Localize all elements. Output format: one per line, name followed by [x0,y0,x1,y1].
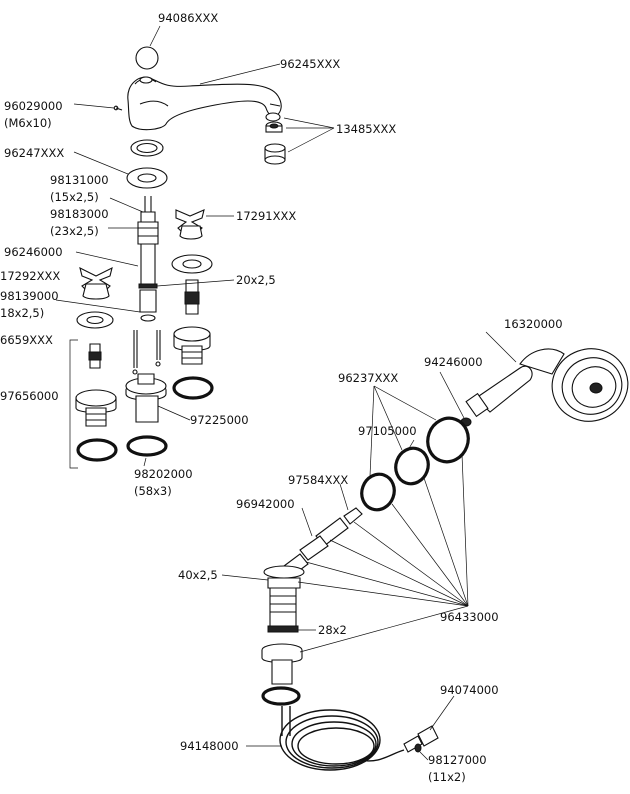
label-94074: 94074000 [440,683,499,697]
hose-94148 [279,706,405,771]
label-96433: 96433000 [440,610,499,624]
label-17292: 17292XXX [0,269,60,283]
center-body-97225 [125,330,168,457]
label-96245: 96245XXX [280,57,340,71]
screw-96029 [113,105,123,111]
spout-96245 [127,76,282,131]
label-16320: 16320000 [504,317,563,331]
hand-shower-16320 [465,348,629,422]
label-96247: 96247XXX [4,146,64,160]
washer-98127 [414,743,422,753]
label-96029-size: (M6x10) [4,116,52,130]
label-97584: 97584XXX [288,473,348,487]
label-94148: 94148000 [180,739,239,753]
label-97656: 97656000 [0,389,59,403]
label-98139: 98139000 [0,289,59,303]
rings-96247 [126,139,168,189]
label-96029: 96029000 [4,99,63,113]
label-98183: 98183000 [50,207,109,221]
label-97225: 97225000 [190,413,249,427]
pull-out-body-28x2 [261,643,303,706]
label-96942: 96942000 [236,497,295,511]
label-94086: 94086XXX [158,11,218,25]
label-28x2: 28x2 [318,623,347,637]
cross-handle-17291 [171,209,214,400]
label-20x25: 20x2,5 [236,273,276,287]
hose-end-94074 [403,725,439,753]
label-98127: 98127000 [428,753,487,767]
cap-94086 [135,46,159,70]
label-96246: 96246000 [4,245,63,259]
label-98202: 98202000 [134,467,193,481]
label-98202-size: (58x3) [134,484,172,498]
valve-cartridge-96246 [137,196,159,322]
leader-lines [55,25,517,761]
label-98127-size: (11x2) [428,770,466,784]
label-40x25: 40x2,5 [178,568,218,582]
label-96237: 96237XXX [338,371,398,385]
label-98183-size: (23x2,5) [50,224,99,238]
label-98139-size: 18x2,5) [0,306,44,320]
seal-rings-96237 [360,416,470,512]
group-bracket [69,339,78,469]
label-98131: 98131000 [50,173,109,187]
part-labels: 94086XXX 96245XXX 96029000 (M6x10) 13485… [0,11,563,784]
label-96659: 6659XXX [0,333,53,347]
label-17291: 17291XXX [236,209,296,223]
hose-connector-97584 [299,507,363,561]
aerator-13485 [264,112,286,165]
label-97105: 97105000 [358,424,417,438]
label-98131-size: (15x2,5) [50,190,99,204]
label-94246: 94246000 [424,355,483,369]
cross-handle-17292 [75,266,118,462]
outlet-96942 [263,553,309,633]
label-13485: 13485XXX [336,122,396,136]
